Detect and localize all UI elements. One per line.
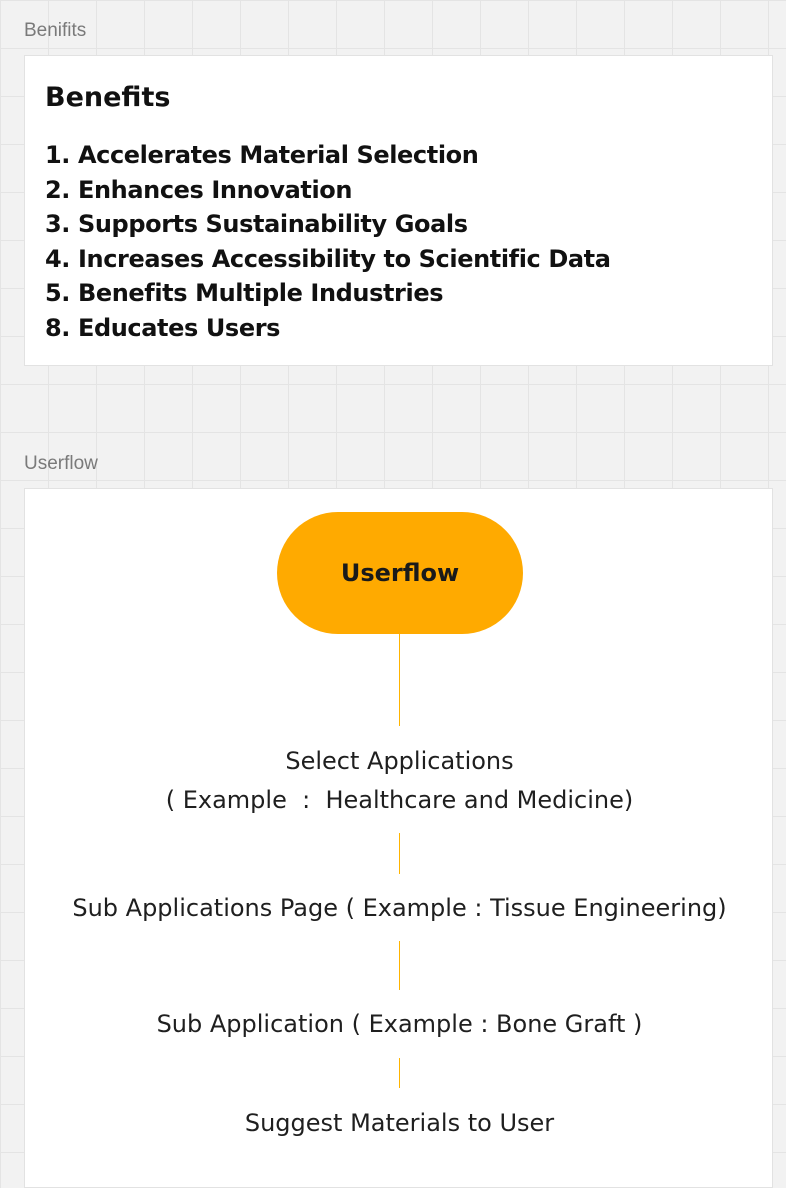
frame-title-userflow[interactable]: Userflow <box>24 453 98 474</box>
benefit-item: 5. Benefits Multiple Industries <box>45 279 444 308</box>
userflow-start-node[interactable]: Userflow <box>277 512 523 634</box>
connector-line <box>399 1058 400 1088</box>
benefit-item: 8. Educates Users <box>45 313 281 342</box>
step-text: Sub Applications Page ( Example : Tissue… <box>72 894 727 922</box>
step-text: ( Example : Healthcare and Medicine) <box>165 786 634 814</box>
step-text: Sub Application ( Example : Bone Graft ) <box>156 1010 643 1038</box>
benefit-item: 2. Enhances Innovation <box>45 175 353 204</box>
benefit-item: 3. Supports Sustainability Goals <box>45 210 468 239</box>
connector-line <box>399 941 400 990</box>
benefit-item: 1. Accelerates Material Selection <box>45 141 479 169</box>
benefits-heading: Benefits <box>45 82 171 113</box>
connector-line <box>399 833 400 874</box>
step-suggest-materials[interactable]: Suggest Materials to User <box>25 1104 774 1143</box>
benefits-list: 1. Accelerates Material Selection 2. Enh… <box>45 138 611 346</box>
userflow-frame[interactable]: Userflow Select Applications ( Example :… <box>24 488 773 1188</box>
step-sub-applications-page[interactable]: Sub Applications Page ( Example : Tissue… <box>25 889 774 928</box>
connector-line <box>399 634 400 726</box>
step-text: Select Applications <box>285 747 514 775</box>
step-sub-application[interactable]: Sub Application ( Example : Bone Graft ) <box>25 1005 774 1044</box>
benefit-item: 4. Increases Accessibility to Scientific… <box>45 244 611 273</box>
userflow-start-label: Userflow <box>340 559 460 587</box>
step-text: Suggest Materials to User <box>244 1109 555 1137</box>
step-select-applications[interactable]: Select Applications ( Example : Healthca… <box>25 742 774 820</box>
benefits-frame[interactable]: Benefits 1. Accelerates Material Selecti… <box>24 55 773 366</box>
frame-title-benefits[interactable]: Benifits <box>24 20 87 41</box>
